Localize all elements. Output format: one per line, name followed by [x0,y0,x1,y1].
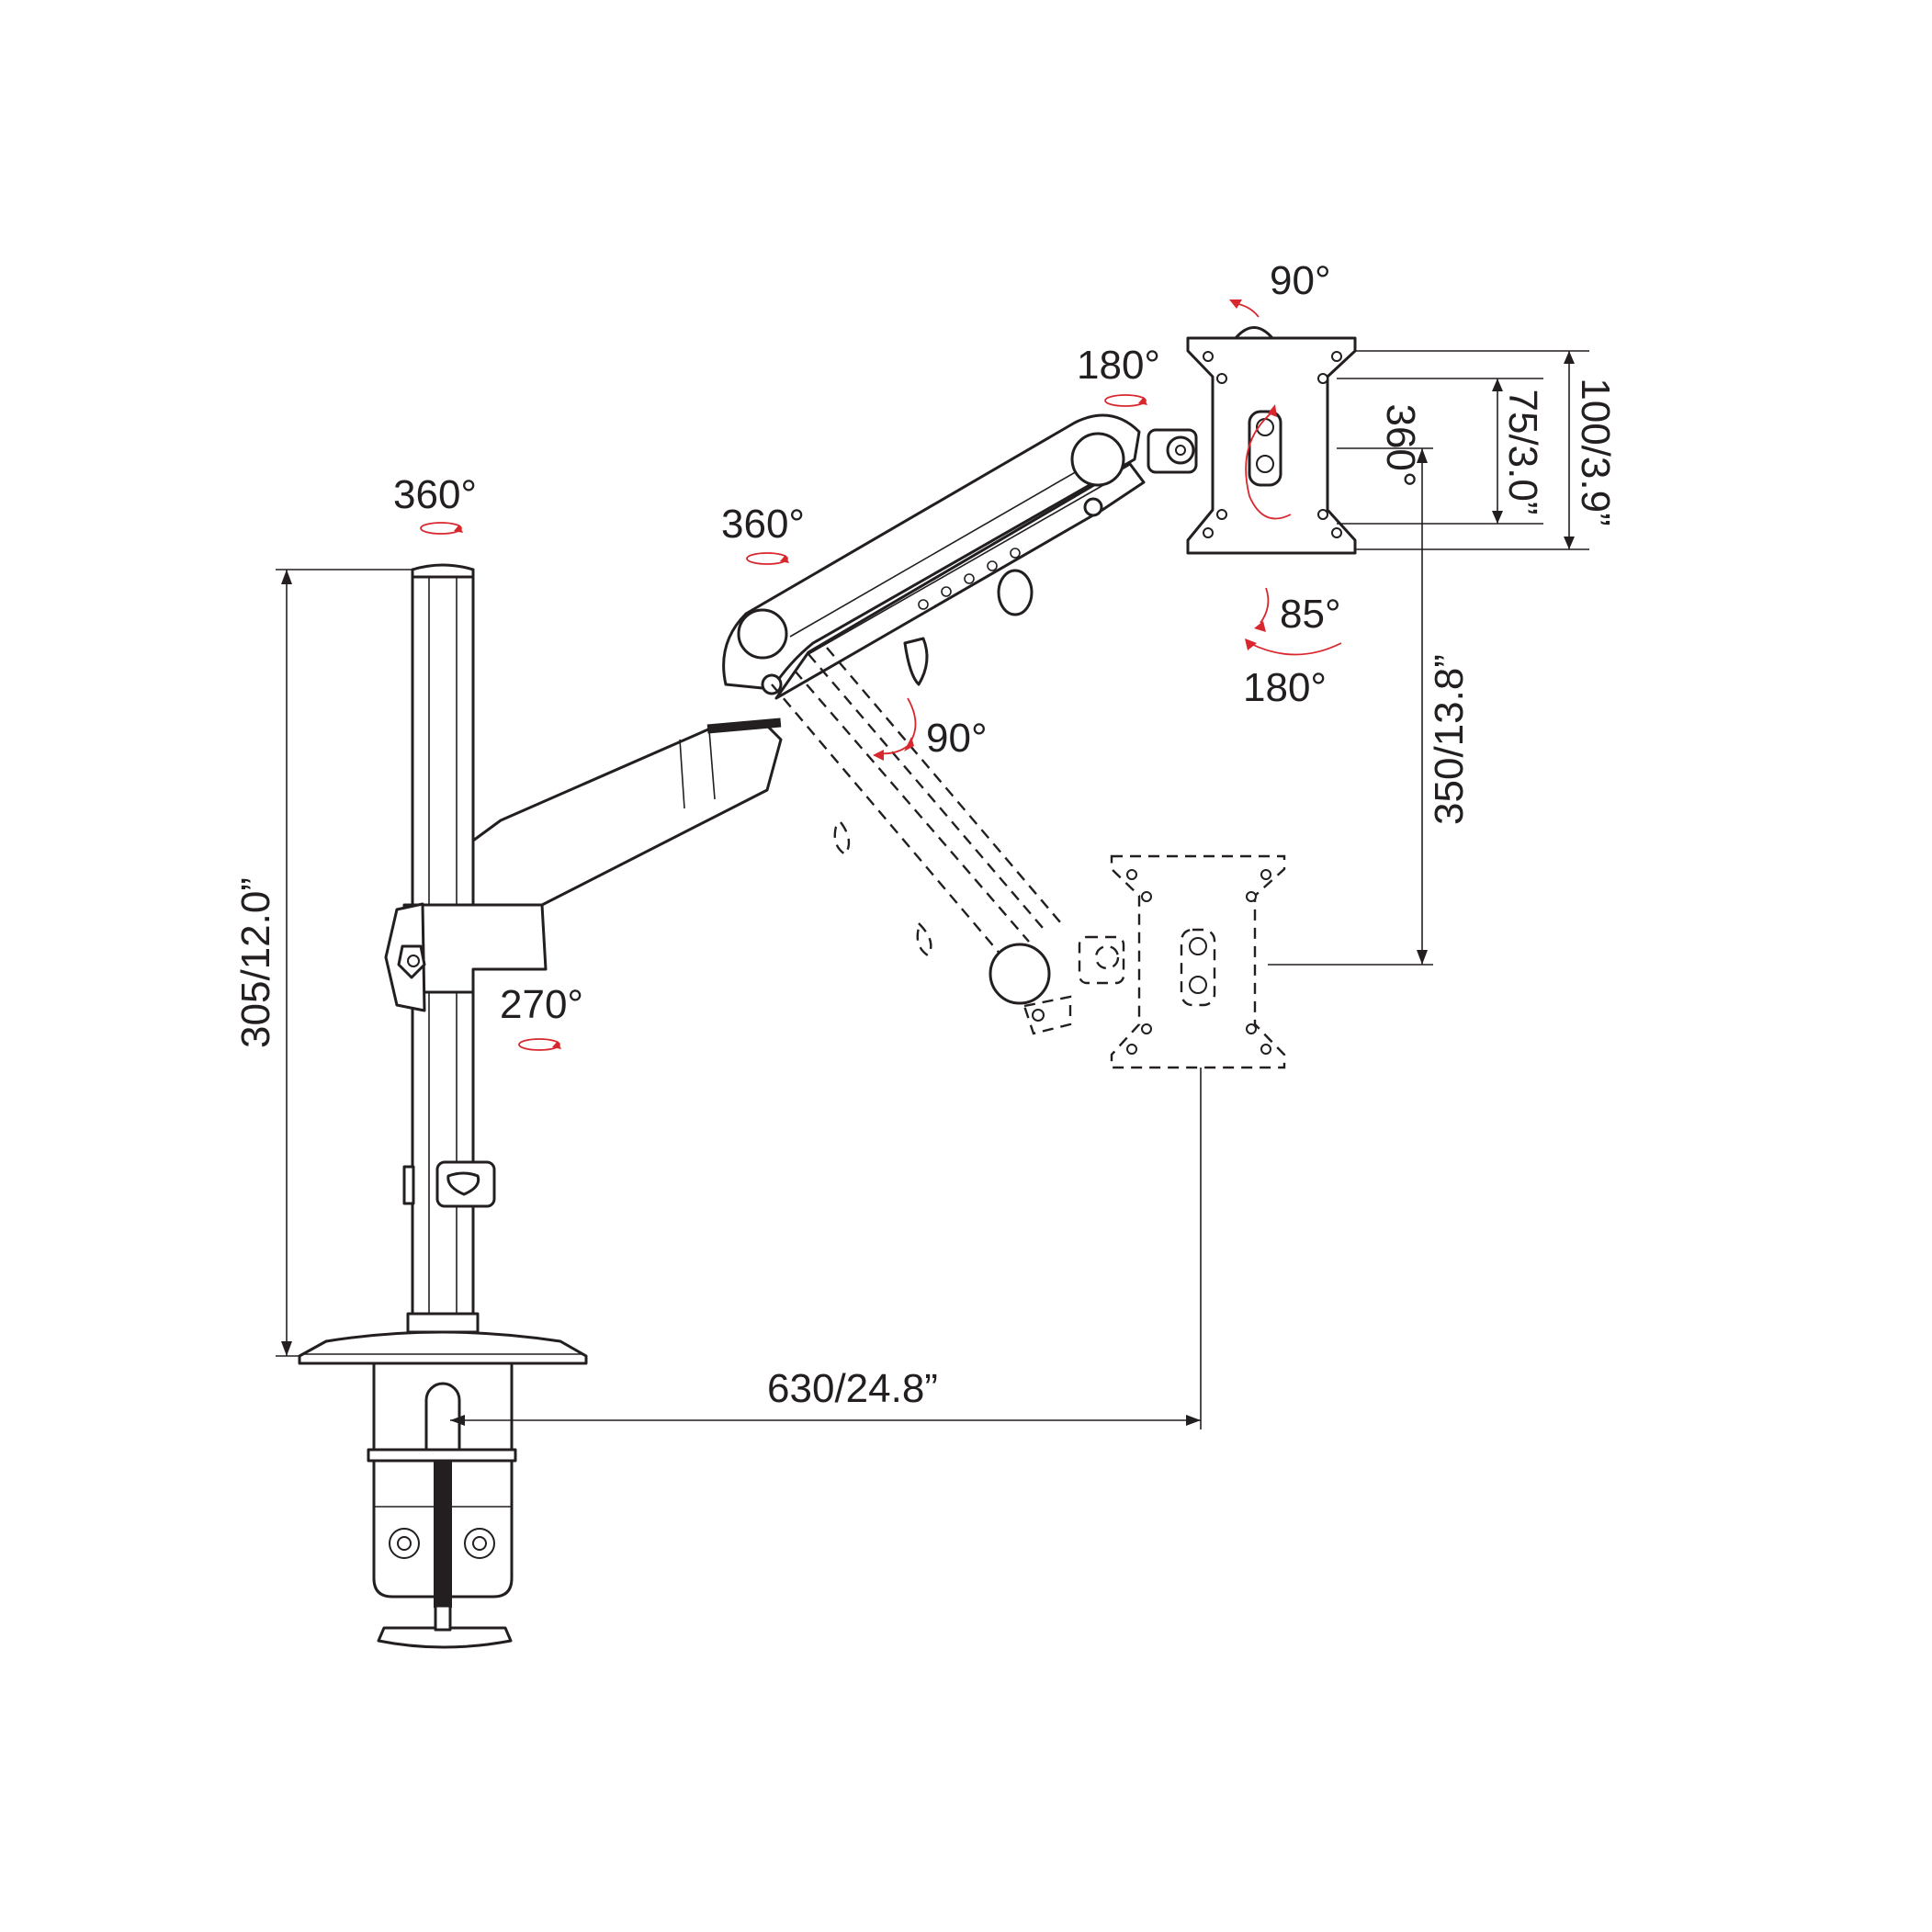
plate-tilt-top-label: 90° [1270,258,1331,303]
lowered-arm-position [771,647,1125,1035]
angle-labels: 90° 180° 360° 85° 180° 360° 90° 360° 270… [393,258,1423,1027]
vesa-100-label: 100/3.9” [1573,378,1618,525]
height-stop-clip [402,1160,496,1208]
dimension-lines [276,350,1589,1429]
plate-swivel-bottom-label: 180° [1243,665,1327,710]
upper-arm [722,413,1198,700]
lower-arm [384,717,783,1012]
tension-slot [918,548,1021,610]
pole-rotation-label: 360° [393,472,477,517]
lower-arm-rotation-label: 270° [500,982,583,1027]
vesa-plate-upper [1186,326,1357,555]
arm-lift-label: 90° [926,716,988,761]
arm-joint-rotation-label: 360° [721,502,805,547]
desk-clamp [367,1361,517,1649]
pole-height-label: 305/12.0” [233,877,278,1048]
vesa-75-label: 75/3.0” [1500,390,1545,515]
dimension-labels: 305/12.0” 630/24.8” 350/13.8” 75/3.0” 10… [233,378,1618,1411]
vesa-plate-lower [1110,854,1286,1069]
plate-swivel-label: 180° [1077,343,1160,388]
base-plate [298,1330,588,1365]
plate-tilt-bottom-label: 85° [1280,592,1341,637]
reach-label: 630/24.8” [767,1366,938,1411]
rotation-arrows [420,299,1342,1051]
plate-rotation-label: 360° [1378,403,1423,487]
height-range-label: 350/13.8” [1427,654,1472,825]
